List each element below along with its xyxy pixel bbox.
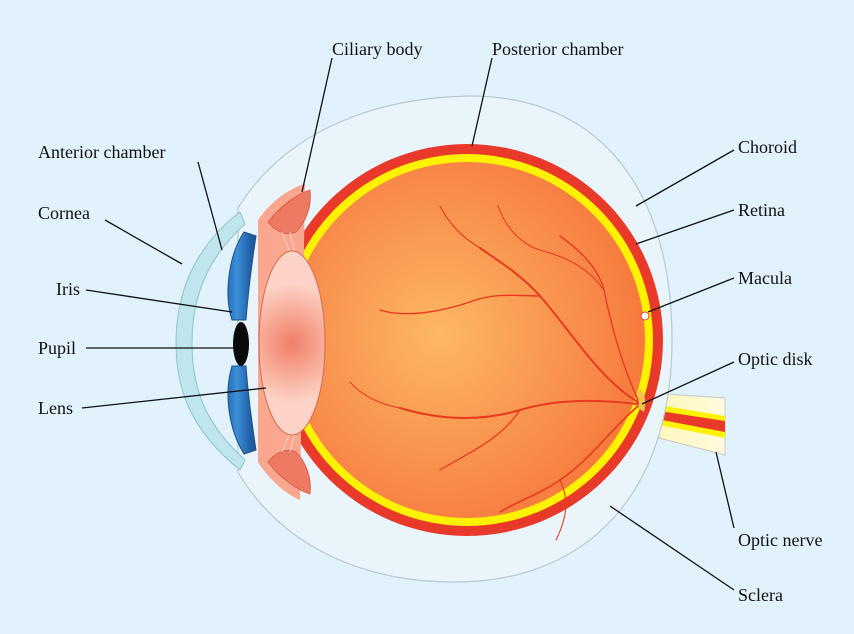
label-retina: Retina xyxy=(738,200,785,220)
vitreous-body xyxy=(289,162,645,518)
macula xyxy=(641,312,649,320)
pupil xyxy=(233,322,249,366)
label-optic-disk: Optic disk xyxy=(738,349,813,369)
label-ciliary-body: Ciliary body xyxy=(332,39,423,59)
label-optic-nerve: Optic nerve xyxy=(738,530,822,550)
label-choroid: Choroid xyxy=(738,137,797,157)
label-lens: Lens xyxy=(38,398,73,418)
label-anterior-chamber: Anterior chamber xyxy=(38,142,165,162)
lens xyxy=(259,251,325,435)
label-posterior-chamber: Posterior chamber xyxy=(492,39,623,59)
label-cornea: Cornea xyxy=(38,203,90,223)
label-sclera: Sclera xyxy=(738,585,783,605)
label-pupil: Pupil xyxy=(38,338,76,358)
label-macula: Macula xyxy=(738,268,792,288)
label-iris: Iris xyxy=(56,279,80,299)
